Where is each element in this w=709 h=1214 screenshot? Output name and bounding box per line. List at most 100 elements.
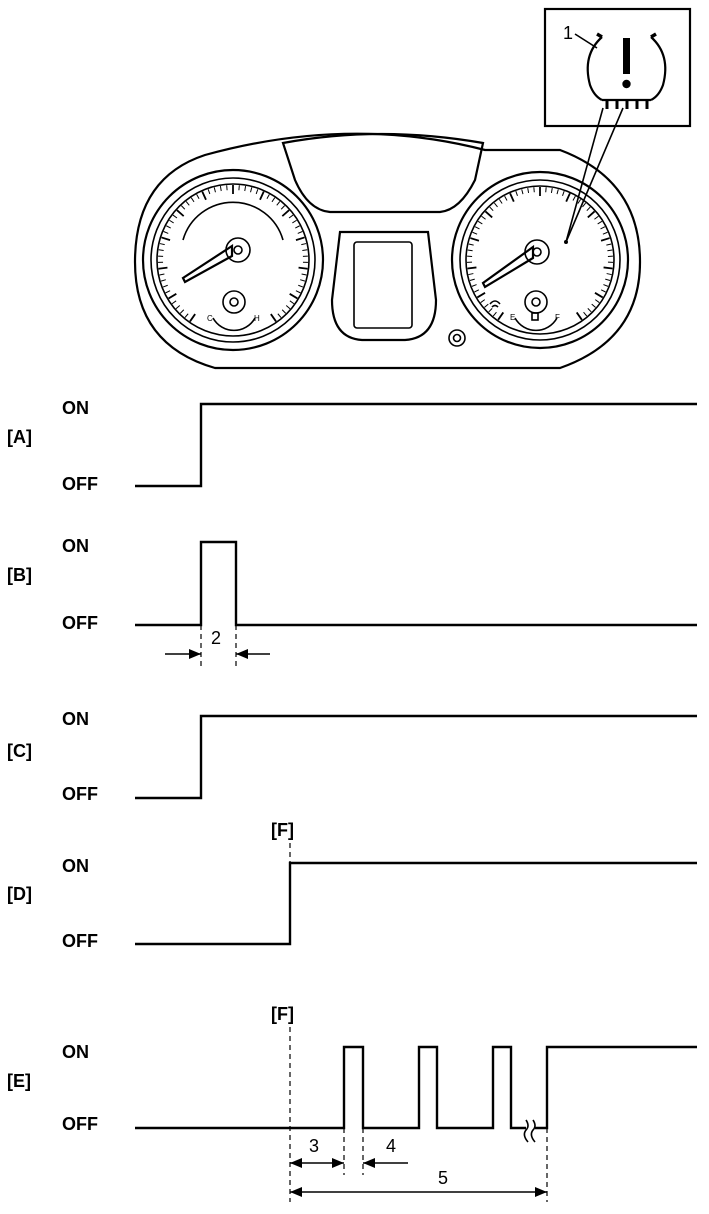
gauge-tick: [298, 266, 308, 270]
gauge-tick: [575, 311, 583, 321]
gauge-tick: [550, 187, 553, 194]
gauge-tick: [481, 215, 486, 220]
gauge-tick: [277, 313, 282, 318]
gauge-tick: [603, 284, 609, 287]
gauge-tick: [497, 311, 505, 321]
signal-c-label: [C]: [7, 741, 32, 761]
gauge-tick: [280, 205, 285, 210]
fuel-empty-label: E: [510, 313, 515, 322]
gauge-tick: [289, 293, 298, 300]
gauge-tick: [587, 308, 592, 313]
gauge-tick: [281, 209, 290, 217]
gauge-tick: [474, 289, 480, 293]
gauge-tick: [172, 214, 178, 219]
gauge-tick: [577, 199, 582, 204]
gauge-tick: [259, 191, 265, 201]
gauge-tick: [600, 226, 606, 230]
temperature-gauge: C H: [207, 290, 260, 332]
signal-e: [F] [E] ON OFF 3 4 5: [7, 1004, 697, 1202]
tachometer-gauge: [141, 168, 325, 352]
gauge-tick: [266, 194, 270, 200]
gauge-tick: [572, 195, 576, 201]
gauge-tick: [292, 219, 297, 224]
gauge-tick: [201, 191, 207, 201]
callout-2: 2: [211, 628, 221, 648]
callout-3: 3: [309, 1136, 319, 1156]
signal-e-label: [E]: [7, 1071, 31, 1091]
gauge-tick: [179, 309, 185, 314]
gauge-tick: [244, 185, 247, 192]
signal-b-on-label: ON: [62, 536, 89, 556]
gauge-tick: [472, 231, 478, 235]
gauge-tick: [289, 300, 295, 305]
gauge-tick: [276, 201, 281, 206]
gauge-tick: [162, 284, 168, 288]
temp-cold-label: C: [207, 314, 213, 323]
speedometer-gauge: [450, 170, 630, 350]
gauge-tick: [255, 189, 259, 195]
gauge-tick: [476, 292, 486, 299]
gauge-tick: [189, 313, 196, 322]
gauge-tick: [606, 273, 612, 276]
gauge-tick: [594, 299, 600, 303]
gauge-tick: [565, 193, 571, 202]
fuel-full-label: F: [555, 313, 560, 322]
gauge-tick: [295, 225, 300, 229]
gauge-tick: [477, 220, 483, 225]
gauge-tick: [504, 195, 508, 201]
gauge-tick: [181, 205, 186, 210]
gauge-tick: [489, 206, 494, 212]
signal-c-on-label: ON: [62, 709, 89, 729]
gauge-tick: [159, 243, 165, 246]
gauge-tick: [527, 187, 530, 194]
gauge-tick: [562, 190, 565, 197]
gauge-tick: [467, 266, 477, 270]
gauge-tick: [300, 279, 306, 282]
signal-a: [A] ON OFF: [7, 398, 697, 494]
gauge-tick: [196, 194, 200, 200]
gauge-tick: [169, 219, 174, 224]
gauge-tick: [207, 189, 211, 195]
gauge-tick: [492, 311, 497, 317]
signal-b: [B] ON OFF 2: [7, 536, 697, 670]
gauge-tick: [586, 206, 591, 212]
signal-d-marker-f: [F]: [271, 820, 294, 840]
callout-5: 5: [438, 1168, 448, 1188]
gauge-tick: [605, 278, 611, 282]
gauge-tick: [488, 308, 493, 313]
tpms-warning-icon: [586, 32, 667, 109]
gauge-tick: [158, 266, 168, 270]
gauge-tick: [271, 197, 276, 203]
gauge-tick: [587, 210, 596, 219]
signal-e-on-label: ON: [62, 1042, 89, 1062]
gauge-tick: [591, 303, 596, 308]
gauge-tick: [607, 249, 613, 252]
gauge-tick: [190, 197, 195, 203]
gauge-tick: [606, 243, 612, 246]
gauge-tick: [583, 311, 588, 317]
gauge-tick: [469, 278, 475, 282]
signal-b-label: [B]: [7, 565, 32, 585]
gauge-tick: [270, 313, 277, 322]
gauge-tick: [602, 231, 608, 235]
signal-e-marker-f: [F]: [271, 1004, 294, 1024]
gauge-tick: [515, 190, 518, 197]
signal-e-off-label: OFF: [62, 1114, 98, 1134]
gauge-tick: [521, 189, 524, 195]
gauge-tick: [184, 313, 189, 318]
signal-a-label: [A]: [7, 427, 32, 447]
gauge-tick: [295, 236, 305, 242]
gauge-tick: [288, 214, 294, 219]
gauge-tick: [480, 299, 486, 303]
gauge-tick: [600, 289, 606, 293]
gauge-tick: [474, 226, 480, 230]
gauge-tick: [484, 303, 489, 308]
gauge-tick: [484, 210, 493, 219]
gauge-tick: [163, 231, 169, 234]
gauge-tick: [175, 305, 181, 310]
signal-a-on-label: ON: [62, 398, 89, 418]
gauge-tick: [597, 220, 603, 225]
gauge-tick: [498, 199, 503, 204]
gauge-tick: [171, 300, 177, 305]
signal-b-off-label: OFF: [62, 613, 98, 633]
